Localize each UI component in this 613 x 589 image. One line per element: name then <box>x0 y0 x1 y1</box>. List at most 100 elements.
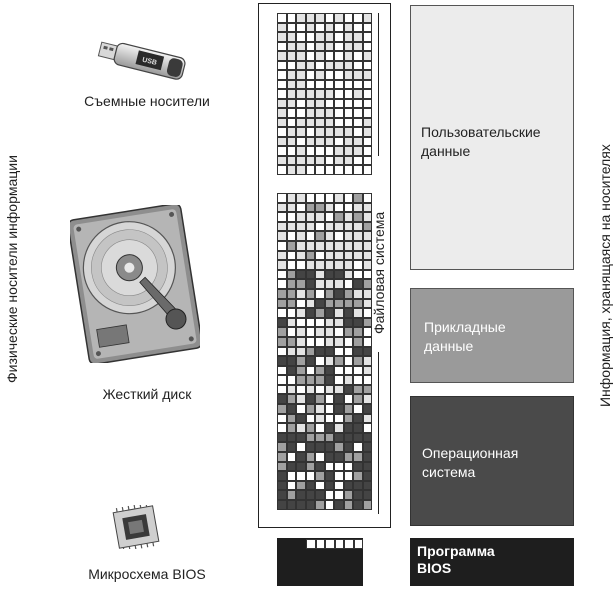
storage-block <box>343 423 353 433</box>
storage-block <box>324 231 334 241</box>
storage-block <box>353 60 363 70</box>
storage-block <box>343 32 353 42</box>
storage-block <box>315 89 325 99</box>
application-data-label: Прикладные данные <box>424 319 506 354</box>
storage-block <box>353 432 363 443</box>
storage-block <box>362 32 372 42</box>
storage-block <box>343 432 353 443</box>
storage-block <box>286 108 296 118</box>
operating-system-label: Операционная система <box>422 445 519 480</box>
storage-block <box>315 60 325 70</box>
storage-block <box>305 490 315 500</box>
storage-block <box>286 60 296 70</box>
storage-block <box>334 269 344 280</box>
storage-block <box>324 41 334 51</box>
storage-block <box>353 327 363 337</box>
storage-block <box>353 269 363 280</box>
storage-block <box>286 384 296 395</box>
storage-block <box>286 404 296 414</box>
storage-block <box>305 22 315 32</box>
storage-block <box>324 60 334 70</box>
storage-block <box>286 432 296 443</box>
storage-block <box>305 202 315 213</box>
storage-block <box>315 336 325 347</box>
svg-text:USB: USB <box>141 57 157 67</box>
storage-block <box>324 480 334 491</box>
storage-block <box>277 250 287 261</box>
storage-block <box>305 89 315 99</box>
storage-block <box>324 423 334 433</box>
storage-block <box>296 250 306 261</box>
hard-disk-blocks <box>277 193 372 510</box>
storage-block <box>277 202 287 213</box>
storage-block <box>315 79 325 89</box>
storage-block <box>286 461 296 472</box>
storage-block <box>286 279 296 289</box>
storage-block <box>305 117 315 127</box>
storage-block <box>305 269 315 280</box>
storage-block <box>286 231 296 241</box>
storage-block <box>315 404 325 414</box>
storage-block <box>334 231 344 241</box>
storage-block <box>286 452 296 462</box>
storage-block <box>334 500 344 510</box>
storage-block <box>277 490 287 500</box>
storage-block <box>286 117 296 127</box>
storage-block <box>362 384 372 395</box>
storage-block <box>324 327 334 337</box>
storage-block <box>277 260 287 270</box>
storage-block <box>296 288 306 299</box>
storage-block <box>315 288 325 299</box>
storage-block <box>324 490 334 500</box>
storage-block <box>353 480 363 491</box>
application-data-layer: Прикладные данные <box>410 288 574 383</box>
storage-block <box>286 146 296 156</box>
bios-free-blocks <box>306 539 363 549</box>
storage-block <box>324 155 334 165</box>
storage-block <box>315 22 325 32</box>
storage-block <box>286 13 296 23</box>
storage-block <box>296 155 306 165</box>
storage-block <box>343 500 353 510</box>
storage-block <box>362 423 372 433</box>
storage-block <box>277 452 287 462</box>
storage-block <box>334 308 344 318</box>
storage-block <box>324 461 334 472</box>
storage-block <box>362 193 372 203</box>
storage-block <box>362 327 372 337</box>
storage-block <box>296 480 306 491</box>
storage-block <box>315 13 325 23</box>
storage-block <box>324 346 334 357</box>
storage-block <box>334 288 344 299</box>
storage-block <box>286 394 296 405</box>
storage-block <box>353 317 363 328</box>
storage-block <box>296 41 306 51</box>
storage-block <box>305 221 315 232</box>
bios-chip-label: Микросхема BIOS <box>88 566 206 582</box>
storage-block <box>315 51 325 61</box>
storage-block <box>277 70 287 80</box>
storage-block <box>315 98 325 108</box>
storage-block <box>305 250 315 261</box>
storage-block <box>305 442 315 453</box>
storage-block <box>362 279 372 289</box>
storage-block <box>305 317 315 328</box>
storage-block <box>362 22 372 32</box>
storage-block <box>315 423 325 433</box>
storage-block <box>277 394 287 405</box>
storage-block <box>305 452 315 462</box>
physical-media-axis-label: Физические носители информации <box>4 155 20 383</box>
storage-block <box>286 413 296 424</box>
storage-block <box>343 298 353 309</box>
storage-block <box>334 165 344 175</box>
storage-block <box>286 250 296 261</box>
storage-block <box>343 22 353 32</box>
storage-block <box>334 490 344 500</box>
storage-block <box>324 70 334 80</box>
storage-block <box>296 452 306 462</box>
storage-block <box>296 317 306 328</box>
storage-block <box>315 308 325 318</box>
storage-block <box>305 423 315 433</box>
storage-block <box>353 250 363 261</box>
storage-block <box>286 79 296 89</box>
